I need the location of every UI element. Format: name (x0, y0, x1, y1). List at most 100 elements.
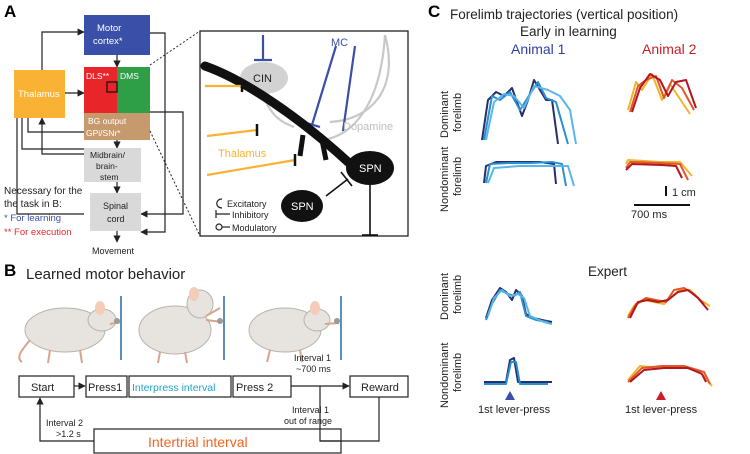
spn-spine-2 (319, 139, 329, 161)
panel-c-letter: C (428, 2, 440, 21)
legend-excitatory: Excitatory (227, 199, 267, 209)
panel-a-connections (16, 28, 184, 243)
dominant-label-3: Dominant (439, 273, 451, 320)
spinal-label-1: Spinal (103, 201, 128, 211)
interval2-1: Interval 2 (46, 418, 83, 428)
necessary-label-1: Necessary for the (4, 186, 83, 197)
trace-early-a1-dom-3 (485, 85, 577, 145)
trace-early-a2-dom-1 (627, 73, 691, 115)
press2-label: Press 2 (236, 382, 273, 394)
trace-early-a2-dom-3 (631, 73, 697, 113)
lever-label-a1: 1st lever-press (478, 404, 551, 416)
start-label: Start (31, 382, 54, 394)
lever-marker-a2 (656, 391, 666, 400)
nondominant-label-2: forelimb (452, 157, 464, 196)
dominant-label-4: forelimb (452, 275, 464, 314)
trace-expert-a2-dom-1 (627, 289, 711, 317)
interval1-ok-2: ~700 ms (296, 364, 331, 374)
legend-inhibitory: Inhibitory (232, 210, 269, 220)
trace-expert-a1-nondom-2 (484, 361, 548, 385)
midbrain-box (84, 148, 141, 182)
thalamus-box (14, 70, 65, 118)
trace-early-a2-nondom-2 (625, 161, 689, 181)
lever-marker-a1 (505, 391, 515, 400)
spinal-label-2: cord (107, 214, 125, 224)
legend-modulatory: Modulatory (232, 223, 277, 233)
panel-a-letter: A (4, 2, 16, 21)
trace-expert-a2-nondom-2 (627, 365, 711, 385)
trace-early-a2-dom-2 (629, 75, 695, 113)
trajectory-traces (481, 73, 713, 387)
expert-label: Expert (588, 264, 627, 279)
early-label: Early in learning (520, 24, 617, 39)
nondominant-label-3: Nondominant (439, 343, 451, 408)
trace-early-a1-nondom-3 (487, 165, 575, 187)
dopamine-label: Dopamine (343, 121, 393, 133)
scale-bar (634, 186, 690, 206)
interval1-ok-1: Interval 1 (294, 353, 331, 363)
flowchart-arrows (36, 382, 380, 442)
panel-b-title: Learned motor behavior (26, 266, 185, 283)
intertrial-label: Intertrial interval (148, 434, 248, 450)
interval1-out-2: out of range (284, 416, 332, 426)
zoom-lines (149, 30, 201, 237)
dms-label: DMS (120, 71, 139, 81)
spn-main-label: SPN (359, 163, 382, 175)
trace-early-a1-nondom-2 (485, 161, 567, 187)
scale-y-label: 1 cm (672, 187, 696, 199)
motor-cortex-label-1: Motor (97, 23, 121, 34)
dls-box (84, 67, 117, 113)
press1-label: Press1 (88, 382, 122, 394)
spn-output (325, 171, 378, 236)
thalamus-label: Thalamus (18, 89, 60, 100)
nondominant-label-4: forelimb (452, 353, 464, 392)
mc-label: MC (331, 37, 348, 49)
midbrain-label-2: brain- (96, 161, 118, 171)
lever-label-a2: 1st lever-press (625, 404, 698, 416)
panel-b-letter: B (4, 261, 16, 280)
spn-small-neuron (281, 190, 323, 222)
nondominant-label-1: Nondominant (439, 147, 451, 212)
midbrain-label-1: Midbrain/ (90, 150, 126, 160)
dominant-label-2: forelimb (452, 93, 464, 132)
interval1-out-1: Interval 1 (292, 405, 329, 415)
dls-label: DLS** (86, 71, 110, 81)
synapse-legend (215, 198, 230, 231)
movement-label: Movement (92, 246, 135, 256)
motor-cortex-label-2: cortex* (93, 36, 123, 47)
interval2-2: >1.2 s (56, 429, 81, 439)
row-labels: Dominant forelimb Nondominant forelimb D… (439, 91, 464, 408)
animal2-label: Animal 2 (642, 41, 697, 57)
trace-expert-a1-dom-3 (487, 289, 553, 325)
legend-learning: * For learning (4, 213, 61, 224)
necessary-label-2: the task in B: (4, 199, 62, 210)
spn-spine-1 (297, 134, 306, 157)
trace-expert-a2-nondom-3 (629, 367, 707, 383)
trace-early-a2-nondom-3 (625, 163, 683, 179)
interpress-label: Interpress interval (132, 382, 215, 394)
scale-x-label: 700 ms (631, 209, 668, 221)
bg-output-label-1: BG output (88, 116, 127, 126)
bg-output-label-2: GPi/SNr* (86, 128, 121, 138)
midbrain-label-3: stem (100, 172, 118, 182)
spn-dendrite (200, 61, 353, 167)
panel-c-title: Forelimb trajectories (vertical position… (450, 7, 678, 22)
spn-main-neuron (346, 151, 394, 185)
motor-cortex-box (84, 15, 150, 55)
trace-expert-a2-dom-3 (629, 289, 709, 319)
spn-small-label: SPN (291, 201, 314, 213)
animal1-label: Animal 1 (511, 41, 566, 57)
inset-marker-box (106, 81, 118, 93)
thalamus-inset-label: Thalamus (218, 148, 267, 160)
spinal-cord-box (90, 193, 141, 231)
circuit-inset (199, 30, 409, 237)
dms-box (117, 67, 150, 113)
thalamus-projections (205, 84, 296, 177)
flowchart-boxes (18, 375, 409, 454)
bg-output-box (84, 113, 150, 140)
legend-execution: ** For execution (4, 227, 72, 238)
cin-label: CIN (253, 73, 272, 85)
reward-label: Reward (361, 382, 399, 394)
rat-illustrations (18, 287, 342, 364)
